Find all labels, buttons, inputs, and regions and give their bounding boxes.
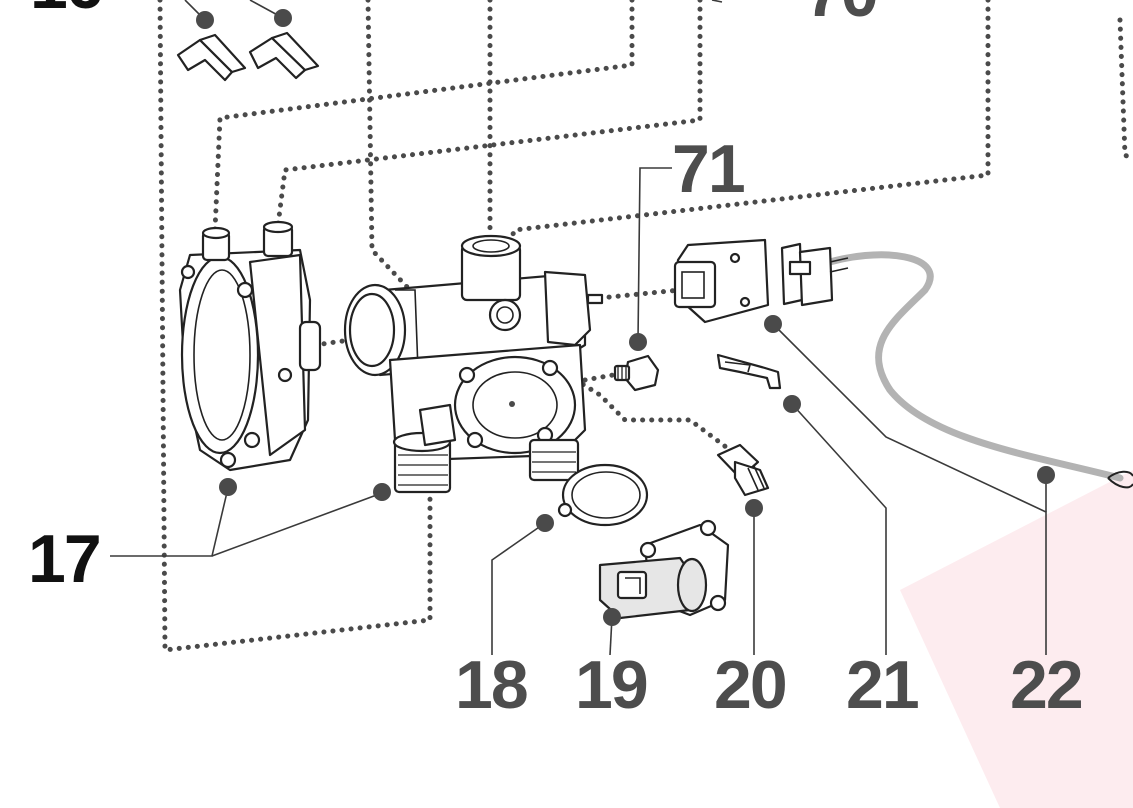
label-71: 71 <box>672 131 744 207</box>
label-17: 17 <box>28 521 100 597</box>
label-20: 20 <box>714 647 786 723</box>
label-18: 18 <box>455 647 527 723</box>
clips-part-16 <box>176 31 320 82</box>
dotted-assembly-lines <box>157 0 1133 653</box>
label-21: 21 <box>846 647 918 723</box>
flow-sensor-part <box>598 519 730 620</box>
label-70: 70 <box>805 0 877 31</box>
label-16: 16 <box>30 0 102 23</box>
plug-part-71 <box>613 354 660 392</box>
temperature-sensor-part <box>716 443 770 497</box>
part-labels: 16 70 71 17 18 19 20 21 22 <box>28 0 1084 723</box>
microswitch-part <box>673 238 849 324</box>
label-19: 19 <box>575 647 647 723</box>
o-ring-part <box>557 463 649 527</box>
pump-cover-part <box>178 220 322 472</box>
callout-dots <box>196 9 1055 626</box>
valve-body-part <box>343 234 604 494</box>
watermark-shape <box>900 470 1133 808</box>
label-22: 22 <box>1010 647 1082 723</box>
cable-end <box>1107 470 1133 489</box>
retaining-clip-part <box>716 353 782 390</box>
wiring-cable <box>816 251 1124 482</box>
